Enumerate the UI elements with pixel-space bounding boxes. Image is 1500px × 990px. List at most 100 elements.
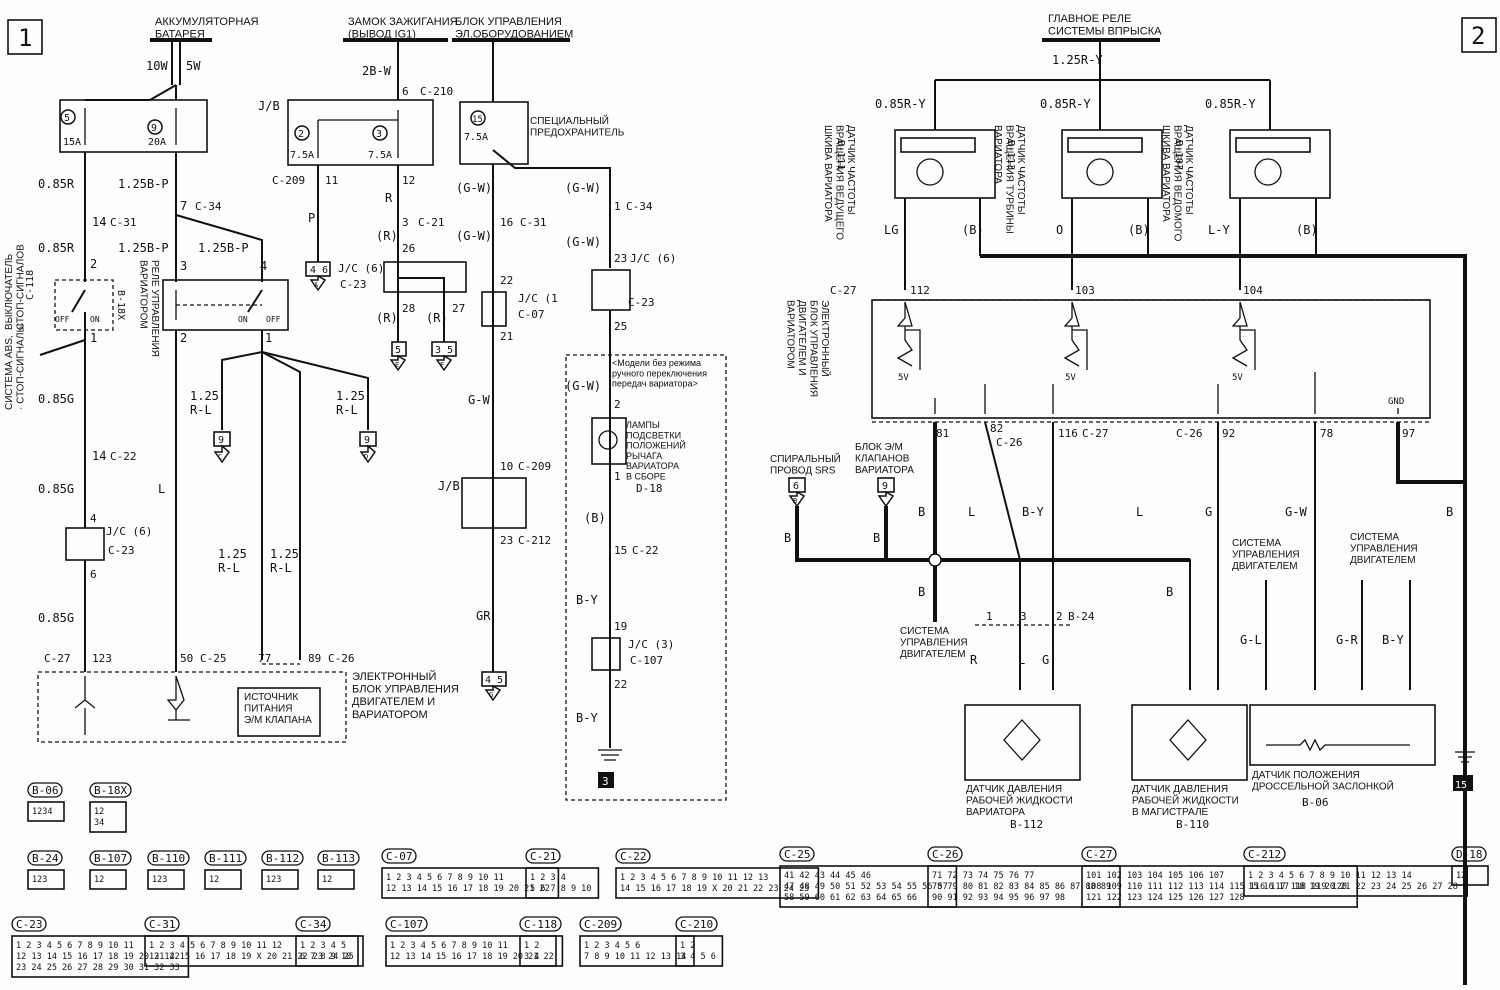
fuse-15-rating: 7.5A: [464, 132, 488, 143]
connector-picture-body: [927, 865, 1121, 908]
connector-picture-label: B-110: [152, 852, 185, 865]
wire-R-label: R: [385, 191, 393, 205]
relay-off: OFF: [266, 315, 281, 324]
wire-085r-b: 0.85R: [38, 241, 75, 255]
wire-125ry: 1.25R-Y: [1052, 53, 1103, 67]
connector-picture-pins: 123: [32, 875, 47, 885]
sensor3-box: [1229, 129, 1331, 199]
ground-icon-15: [1455, 751, 1475, 763]
connector-picture-body: [779, 865, 958, 908]
connector-picture-body: [27, 801, 65, 822]
relay-bridge: [175, 214, 263, 282]
wire-085ry-a: 0.85R-Y: [875, 97, 926, 111]
sensor1-label: ДАТЧИК ЧАСТОТЫВРАЩЕНИЯ ВЕДУЩЕГОШКИВА ВАР…: [822, 125, 856, 240]
connector-picture-body: [519, 935, 557, 967]
connector-picture-body: [147, 869, 185, 890]
connector-picture-pins: 1 2 3 4 5 6 7 8 9 10 11 12: [149, 941, 282, 951]
fuse-2-badge: [294, 125, 310, 141]
connector-picture-label-frame: [261, 850, 304, 866]
stop-to-abs: [39, 339, 86, 356]
sensor1-box: [894, 129, 996, 199]
wire-5w: 5W: [186, 59, 201, 73]
ecu-output-stubs: [934, 372, 1399, 414]
connector-picture-label-frame: [27, 850, 63, 866]
connector-picture-label: C-27: [1086, 848, 1113, 861]
v5-c: 5V: [1232, 373, 1243, 383]
connector-picture-body: [1243, 865, 1468, 897]
wire-by-r1: B-Y: [1022, 505, 1044, 519]
connector-picture-body: [11, 935, 190, 978]
connector-picture-pins: 123: [266, 875, 281, 885]
connector-picture-pins: 13 14 15 16 17 18 19 X 20 21 22 23 24 25: [149, 952, 354, 962]
conn-b18x-ref: B-18X: [115, 290, 126, 320]
sensor-primary-pulley: [894, 129, 996, 199]
connector-picture-pins: 12: [94, 807, 104, 817]
wire-125bp-b: 1.25B-P: [118, 241, 169, 255]
conn-c212: C-212: [518, 534, 551, 547]
connector-picture-pins: 15 16 17 18 19 20 21 22 23 24 25 26 27 2…: [1248, 882, 1458, 892]
relay-output-wires: [221, 330, 369, 660]
connector-picture-pins: 12 13 14 15 16 17 18 19 20 21 22: [16, 952, 180, 962]
pin-1-c34: 1: [614, 200, 621, 213]
conn-c26-a: C-26: [328, 652, 355, 665]
wire-82-L: [984, 421, 1191, 690]
connector-picture-label-frame: [385, 916, 428, 932]
pin-77: 77: [258, 652, 271, 665]
pin-50: 50: [180, 652, 193, 665]
connector-picture-label-frame: [89, 782, 132, 798]
wire-gw-d: G-W: [468, 393, 490, 407]
connector-picture-label-frame: [381, 848, 417, 864]
fuse-15-badge: [470, 110, 486, 126]
connector-picture-label: B-18X: [94, 784, 127, 797]
conn-c23-b: C-23: [340, 278, 367, 291]
connector-picture-body: [261, 869, 299, 890]
pin-6-jc: 6: [90, 568, 97, 581]
wire-b-r2: B: [1446, 505, 1453, 519]
fuse-9-badge: [147, 119, 163, 135]
pin-25: 25: [614, 320, 627, 333]
pin-81: 81: [936, 427, 949, 440]
ref-A-arrow: [309, 274, 327, 292]
wire-R-c: (R): [426, 311, 448, 325]
splice-1: [928, 553, 942, 567]
connector-picture-pins: 34: [94, 818, 104, 828]
ref-9-a: 9: [218, 435, 224, 446]
conn-c21: C-21: [418, 216, 445, 229]
ref-45: 4 5: [485, 675, 503, 686]
wire-R-a: (R): [376, 229, 398, 243]
pin-2-lamp: 2: [614, 398, 621, 411]
special-fuse-wires: [492, 149, 611, 268]
ref-C-r-arrow: [877, 490, 895, 508]
wire-085g-c: 0.85G: [38, 611, 74, 625]
sensor2-bar: [1067, 137, 1143, 153]
connector-picture-body: [27, 869, 65, 890]
wire-085ry-c: 0.85R-Y: [1205, 97, 1256, 111]
conn-b111: B-111: [835, 140, 846, 170]
jc6-c-label: J/C (6): [630, 252, 676, 265]
wire-b-r6: B: [1166, 585, 1173, 599]
pin-15: 15: [614, 544, 627, 557]
ref-D-arrow: [359, 444, 377, 464]
fuse-5-number: 5: [64, 113, 70, 124]
wire-gw-f: (G-W): [565, 379, 601, 393]
wire-b-r4: B: [873, 531, 880, 545]
pin-16: 16: [500, 216, 513, 229]
stop-switch-off: OFF: [55, 315, 70, 324]
connector-picture-label: B-107: [94, 852, 127, 865]
connector-picture-pins: 58 59 60 61 62 63 64 65 66: [784, 893, 917, 903]
wire-r-r1: R: [970, 653, 978, 667]
connector-picture-pins: 108 109 110 111 112 113 114 115 116 117 …: [1086, 882, 1347, 892]
wire-g-r1: G: [1205, 505, 1212, 519]
pin-2-relay: 2: [180, 331, 187, 345]
wire-by-b: B-Y: [576, 711, 598, 725]
connector-picture-pins: 1234: [32, 807, 52, 817]
conn-c209: C-209: [272, 174, 305, 187]
